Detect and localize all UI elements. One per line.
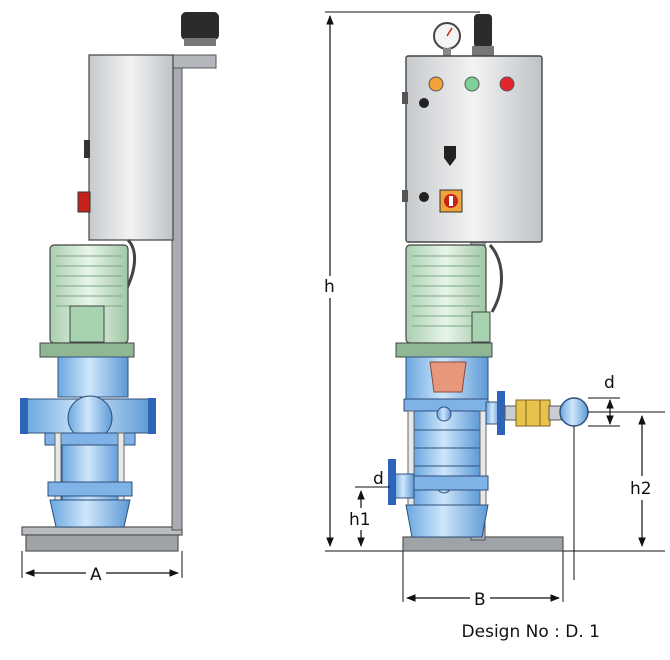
front-terminal-box bbox=[471, 311, 491, 343]
selector-knob bbox=[444, 146, 456, 166]
dimension-A: A bbox=[21, 551, 183, 585]
side-terminal-box bbox=[69, 305, 105, 343]
design-caption: Design No : D. 1 bbox=[461, 622, 600, 642]
side-base-plate bbox=[21, 526, 183, 536]
dimension-h1: h1 d bbox=[346, 469, 390, 547]
front-pump-body bbox=[413, 410, 481, 512]
side-control-panel bbox=[88, 54, 174, 241]
dim-label-d-small: d bbox=[373, 469, 384, 489]
lamp-orange bbox=[428, 76, 444, 92]
check-valve bbox=[515, 399, 551, 427]
lamp-red bbox=[499, 76, 515, 92]
dim-label-d: d bbox=[604, 373, 615, 393]
dim-label-A: A bbox=[90, 565, 102, 585]
discharge-pipe-end bbox=[559, 397, 589, 427]
front-pressure-switch bbox=[474, 14, 492, 48]
side-main-switch bbox=[77, 191, 91, 213]
dim-label-h2: h2 bbox=[630, 479, 652, 499]
dimension-h2: h2 bbox=[588, 411, 665, 547]
dim-label-B: B bbox=[474, 590, 486, 610]
dimension-d: d bbox=[588, 373, 620, 427]
suction-inlet bbox=[393, 473, 415, 499]
dim-label-h1: h1 bbox=[349, 510, 371, 530]
coupling bbox=[429, 361, 467, 393]
side-view bbox=[20, 12, 219, 552]
lamp-green bbox=[464, 76, 480, 92]
dim-label-h: h bbox=[324, 277, 335, 297]
front-view bbox=[388, 14, 589, 580]
side-pressure-switch bbox=[181, 12, 219, 40]
dimension-B: B bbox=[402, 551, 564, 610]
side-base-frame bbox=[25, 534, 179, 552]
side-stand-arm bbox=[171, 54, 217, 69]
